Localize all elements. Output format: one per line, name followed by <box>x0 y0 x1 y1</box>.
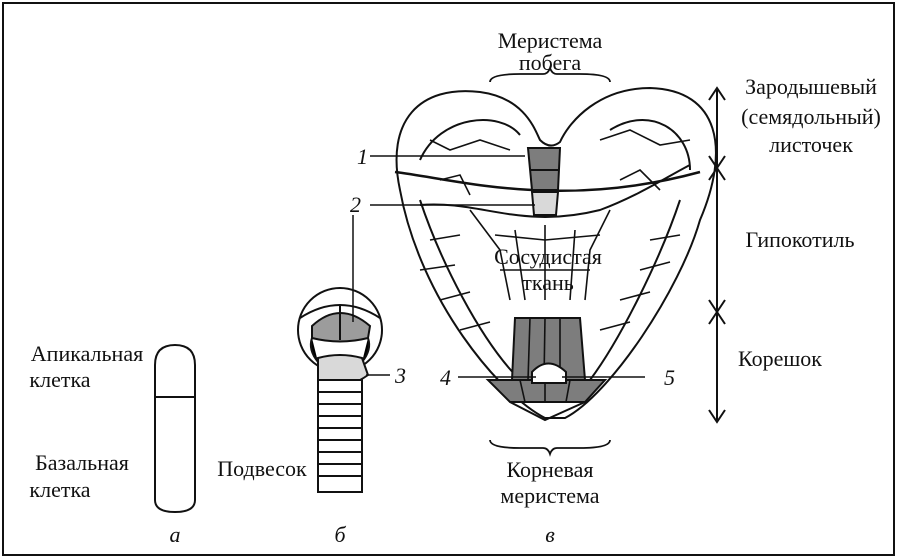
number-2: 2 <box>350 192 361 217</box>
label-root-meristem-2: меристема <box>500 483 599 508</box>
caption-v: в <box>545 522 555 547</box>
root-meristem-brace <box>490 440 610 454</box>
label-cotyledon-3: листочек <box>769 132 853 157</box>
label-vascular-2: ткань <box>522 270 574 295</box>
number-4: 4 <box>440 365 451 390</box>
cell-2-light <box>532 192 558 215</box>
label-hypocotyl: Гипокотиль <box>745 227 854 252</box>
label-root-meristem-1: Корневая <box>506 457 593 482</box>
number-3: 3 <box>394 363 406 388</box>
caption-b: б <box>334 522 346 547</box>
number-1: 1 <box>357 144 368 169</box>
label-apical-1: Апикальная <box>31 341 143 366</box>
label-root: Корешок <box>738 346 822 371</box>
caption-a: а <box>170 522 181 547</box>
label-apical-2: клетка <box>29 367 90 392</box>
label-basal-2: клетка <box>29 477 90 502</box>
label-shoot-meristem-2: побега <box>519 50 581 75</box>
stage-a-two-cell-embryo <box>155 345 195 512</box>
stage-b-globular-embryo <box>298 215 390 492</box>
label-basal-1: Базальная <box>35 450 129 475</box>
number-5: 5 <box>664 365 675 390</box>
label-cotyledon-1: Зародышевый <box>745 74 877 99</box>
label-cotyledon-2: (семядольный) <box>741 104 881 129</box>
label-suspensor: Подвесок <box>217 456 307 481</box>
label-vascular-1: Сосудистая <box>494 244 602 269</box>
two-cell-outline <box>155 345 195 512</box>
